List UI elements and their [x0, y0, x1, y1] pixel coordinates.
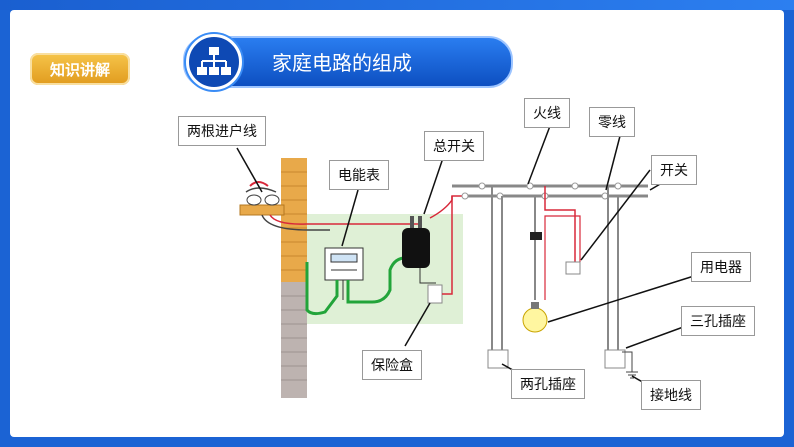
- label-meter: 电能表: [329, 160, 389, 190]
- label-incoming-lines: 两根进户线: [178, 116, 266, 146]
- hierarchy-icon: [186, 34, 242, 90]
- label-fuse-box: 保险盒: [362, 350, 422, 380]
- fuse-box: [427, 284, 443, 304]
- electric-meter: [324, 247, 364, 281]
- two-hole-socket: [487, 349, 509, 369]
- label-main-switch: 总开关: [424, 131, 484, 161]
- page-title: 家庭电路的组成: [272, 51, 412, 75]
- top-strip: [0, 0, 794, 10]
- label-three-hole-socket: 三孔插座: [681, 306, 755, 336]
- label-two-hole-socket: 两孔插座: [511, 369, 585, 399]
- label-ground-wire: 接地线: [641, 380, 701, 410]
- label-appliance: 用电器: [691, 252, 751, 282]
- section-badge: 知识讲解: [30, 53, 130, 85]
- wall-switch: [565, 261, 581, 275]
- light-bulb: [522, 232, 548, 333]
- label-live-wire: 火线: [524, 98, 570, 128]
- label-neutral-wire: 零线: [589, 107, 635, 137]
- label-switch: 开关: [651, 155, 697, 185]
- brick-wall: [281, 158, 307, 398]
- incoming-bracket: [239, 181, 285, 216]
- main-switch: [402, 216, 430, 268]
- three-hole-socket: [604, 349, 626, 369]
